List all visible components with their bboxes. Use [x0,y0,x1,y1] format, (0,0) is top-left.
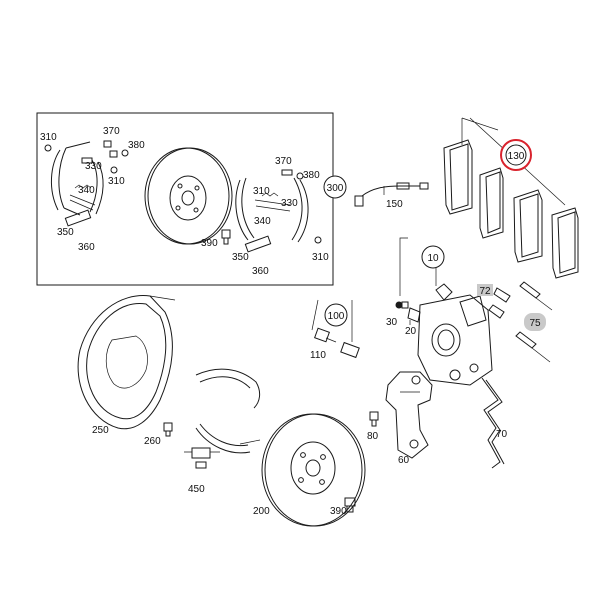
label-310-b: 310 [108,176,125,187]
bolt-390 [344,497,356,513]
label-250: 250 [92,425,109,436]
brake-caliper-10 [417,283,493,386]
label-340-a: 340 [78,185,95,196]
label-110: 110 [310,350,326,361]
label-70: 70 [496,429,508,440]
label-260: 260 [144,436,161,447]
label-380-b: 380 [303,170,320,181]
label-360-a: 360 [78,242,95,253]
bleeder-screw-20 [401,301,421,323]
label-310-c: 310 [253,186,270,197]
caliper-bracket-60 [385,371,433,459]
label-340-b: 340 [254,216,271,227]
svg-text:75: 75 [529,318,541,329]
boxed-label-72: 72 [477,284,493,297]
label-310-a: 310 [40,132,57,143]
label-330-a: 330 [85,161,102,172]
wear-sensor-150 [354,182,429,207]
brake-shoe-assembly-right [235,169,322,253]
guide-bolt-kit-100 [311,299,360,359]
adjuster-450 [184,447,220,469]
svg-text:130: 130 [508,151,525,162]
bleeder-cap-30 [395,301,403,309]
brake-disc-inset [144,147,233,245]
backing-plate-250 [77,295,176,430]
callout-100: 100 [324,303,348,327]
boxed-label-75: 75 [524,313,546,331]
label-450: 450 [188,484,205,495]
bolt-260 [163,422,173,437]
label-350-b: 350 [232,252,249,263]
svg-text:100: 100 [328,311,345,322]
parking-brake-inset-frame [36,112,334,286]
label-30: 30 [386,317,398,328]
svg-text:10: 10 [427,253,439,264]
label-330-b: 330 [281,198,298,209]
label-360-b: 360 [252,266,269,277]
label-380-a: 380 [128,140,145,151]
label-200: 200 [253,506,270,517]
label-150: 150 [386,199,403,210]
label-80: 80 [367,431,379,442]
label-370-b: 370 [275,156,292,167]
label-310-d: 310 [312,252,329,263]
label-20: 20 [405,326,417,337]
bolt-390-inset [221,229,231,245]
brake-pads-130 [443,117,579,279]
callout-10: 10 [421,245,445,269]
label-390-a: 390 [201,238,218,249]
label-60: 60 [398,455,410,466]
callout-300: 300 [323,175,347,199]
hardware-370-380-left [103,140,129,174]
bolt-80 [369,411,379,427]
brake-disc-200 [261,413,366,527]
label-370-a: 370 [103,126,120,137]
parking-brake-shoe [195,368,261,454]
label-390-b: 390 [330,506,347,517]
svg-text:300: 300 [327,183,344,194]
label-350-a: 350 [57,227,74,238]
brake-shoe-assembly-left [44,141,104,227]
guide-pins [488,281,553,363]
spring-clip-70 [481,377,505,469]
svg-text:72: 72 [479,286,491,297]
callout-130: 130 [500,139,532,171]
